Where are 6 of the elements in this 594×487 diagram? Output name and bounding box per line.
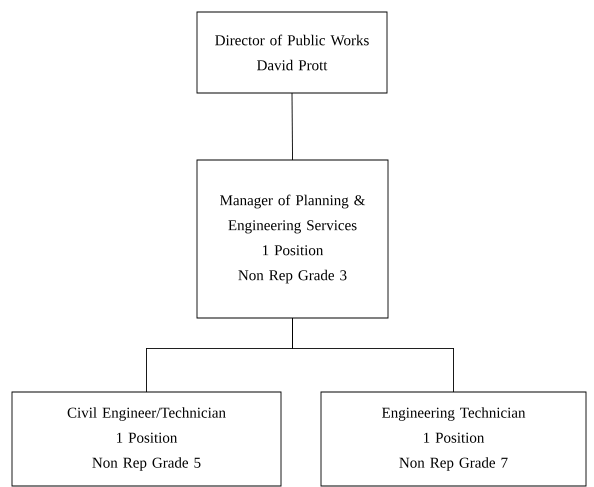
org-box: Director of Public Works David Prott <box>196 12 388 94</box>
org-box: Civil Engineer/Technician 1 Position Non Rep Grade 5 <box>12 392 282 486</box>
connector-line <box>292 318 454 392</box>
org-box: Engineering Technician 1 Position Non Rep Grade 7 <box>320 392 586 486</box>
connector-line <box>292 93 293 160</box>
org-box: Manager of Planning & Engineering Services 1 Position Non Rep Grade 3 <box>196 160 388 318</box>
